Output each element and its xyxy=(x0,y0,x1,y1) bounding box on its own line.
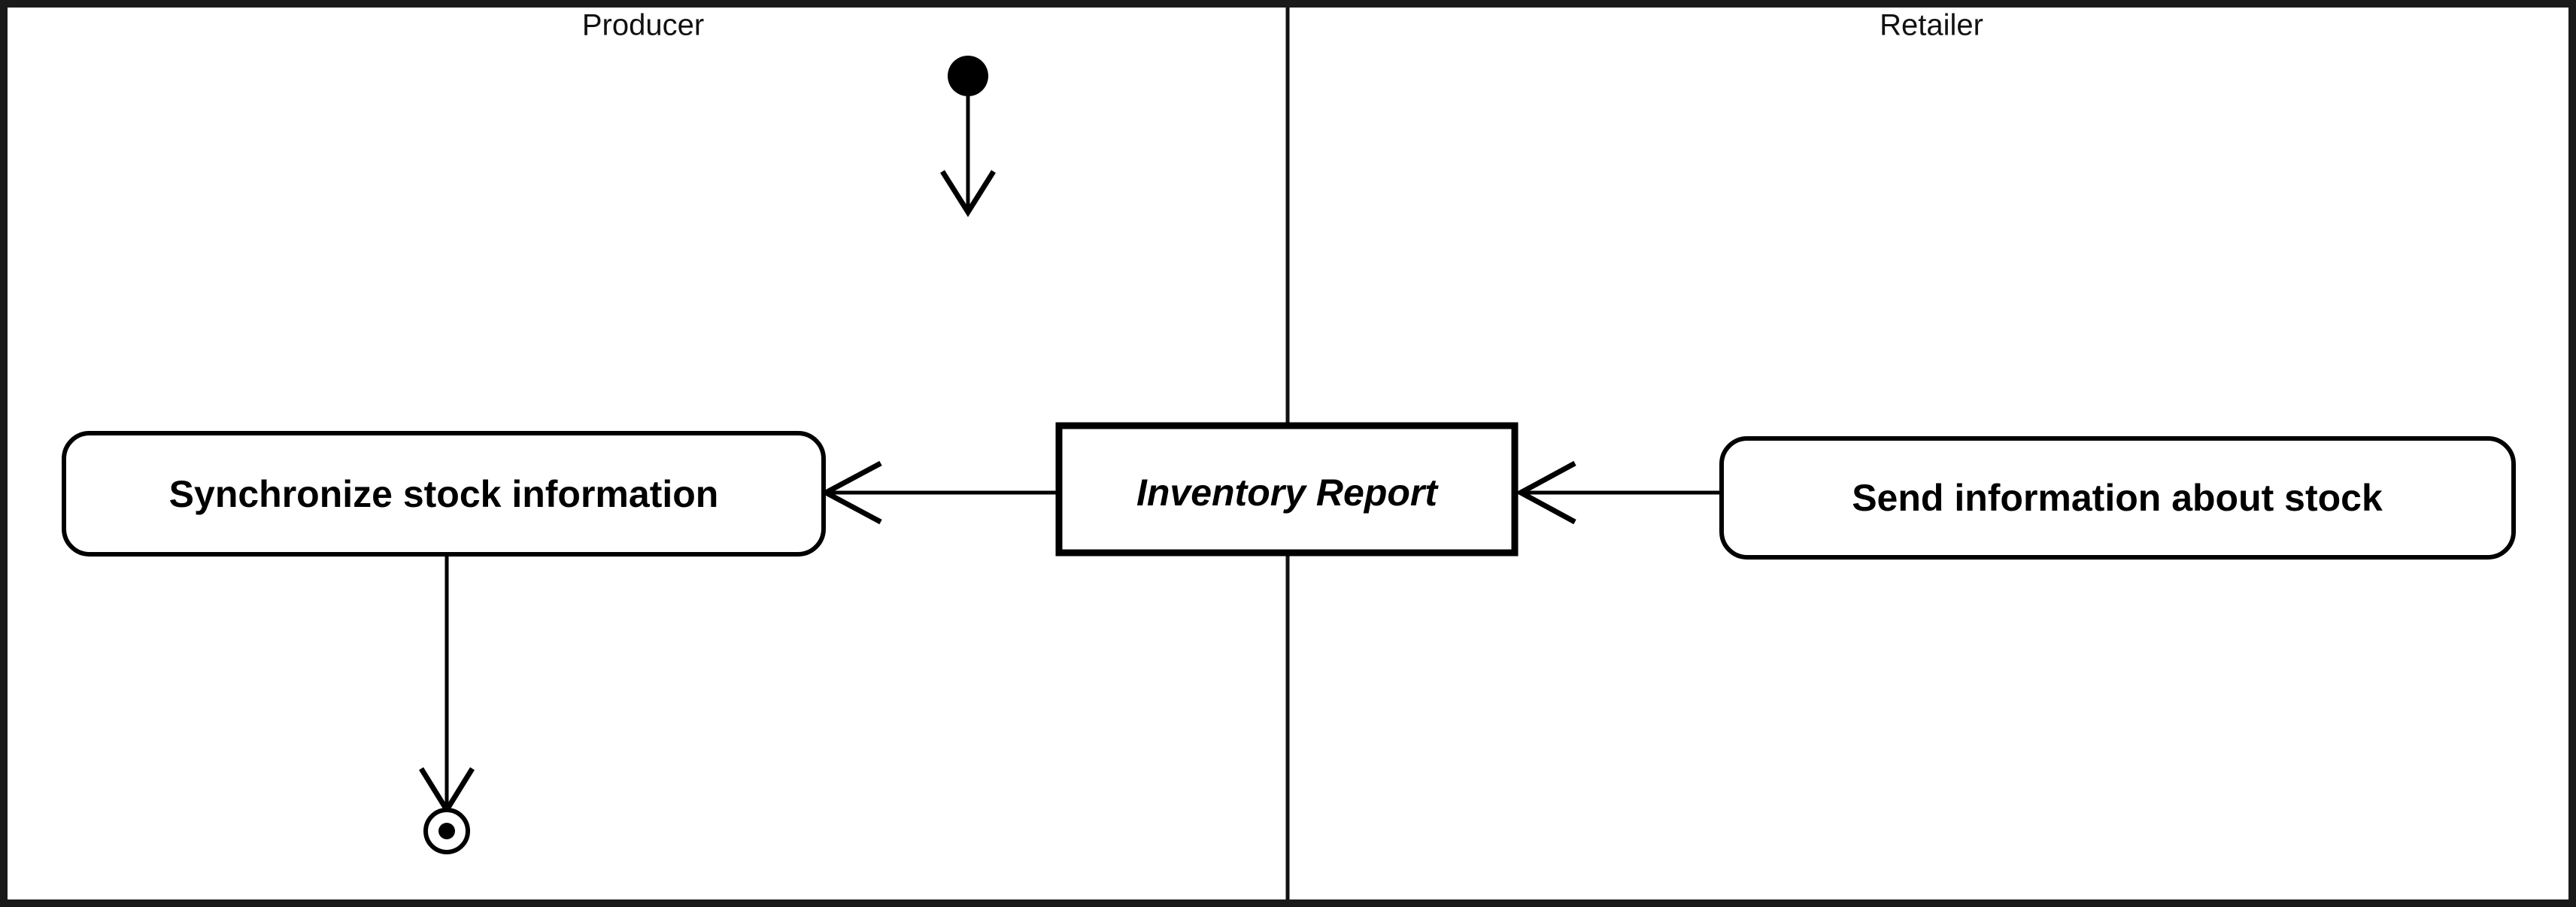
swimlane-title-retailer: Retailer xyxy=(1880,9,1983,42)
object-node-inventory-report[interactable] xyxy=(1055,422,1519,557)
action-node-send-information-about-stock[interactable] xyxy=(1719,436,2516,560)
activity-final-node-dot xyxy=(438,823,455,839)
swimlane-title-producer: Producer xyxy=(582,9,704,42)
flow-initial-to-send-arrowhead xyxy=(940,170,996,217)
action-node-synchronize-stock-information[interactable] xyxy=(62,431,826,557)
initial-node[interactable] xyxy=(948,56,988,96)
object-label-inventory-report: Inventory Report xyxy=(1136,472,1439,514)
flow-send-to-report-arrowhead xyxy=(1515,460,1576,525)
action-label-send-information-about-stock: Send information about stock xyxy=(1852,477,2383,519)
action-label-synchronize-stock-information: Synchronize stock information xyxy=(169,473,719,515)
